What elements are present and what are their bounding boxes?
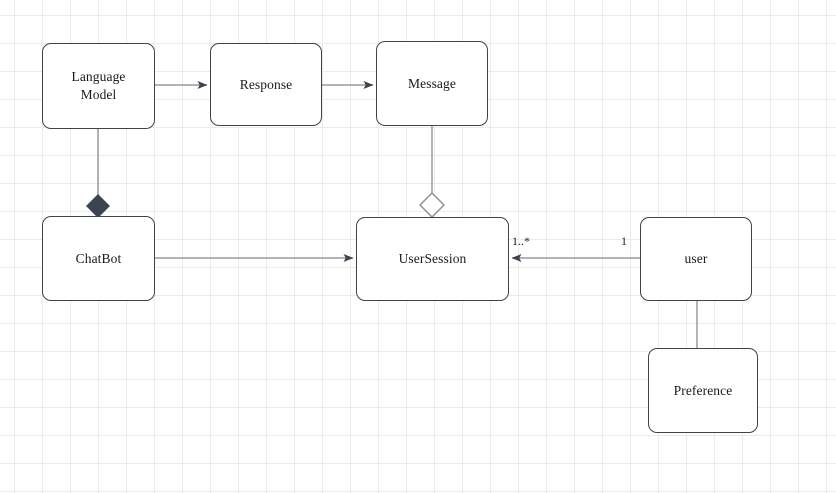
node-label-user: user [684, 251, 708, 267]
node-label-usersession: UserSession [398, 251, 467, 267]
node-label-language-model: Language Model [71, 69, 126, 102]
node-chatbot[interactable]: ChatBot [42, 216, 155, 301]
node-label-preference: Preference [673, 382, 733, 398]
node-language-model[interactable]: Language Model [42, 43, 155, 129]
node-message[interactable]: Message [376, 41, 488, 126]
node-label-response: Response [239, 76, 293, 92]
multiplicity-user: 1 [621, 234, 627, 248]
diamond-language-model-to-chatbot [86, 194, 110, 218]
node-usersession[interactable]: UserSession [356, 217, 509, 301]
node-user[interactable]: user [640, 217, 752, 301]
multiplicity-usersession: 1..* [512, 234, 530, 248]
node-label-chatbot: ChatBot [75, 250, 122, 266]
node-label-message: Message [408, 75, 456, 91]
node-response[interactable]: Response [210, 43, 322, 126]
diamond-message-to-usersession [419, 192, 445, 218]
node-preference[interactable]: Preference [648, 348, 758, 433]
